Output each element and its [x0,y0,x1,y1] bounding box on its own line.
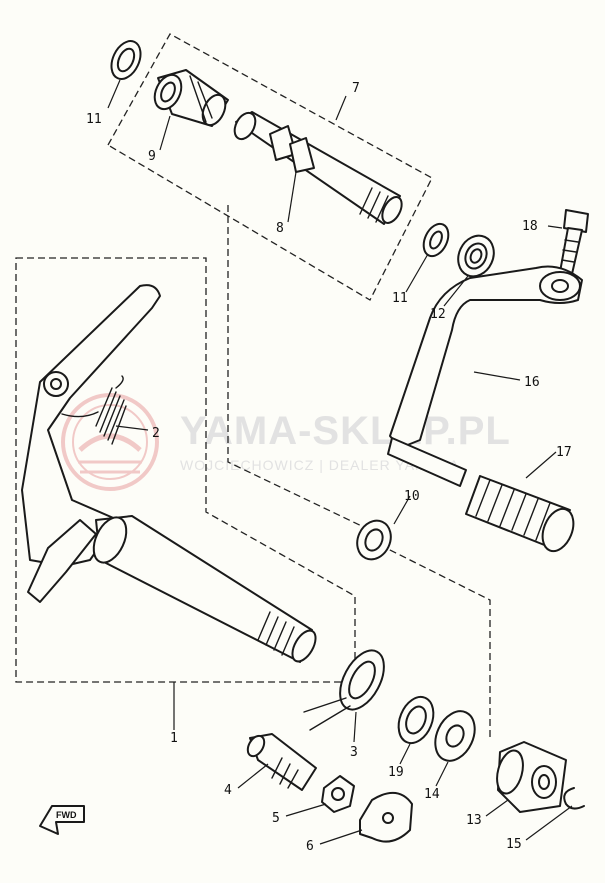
callout-15: 15 [506,837,522,852]
watermark-logo-icon [61,393,159,491]
callout-16: 16 [524,375,540,390]
callout-1: 1 [170,731,178,746]
callout-numbers: 11 9 7 8 11 12 18 16 17 10 2 1 3 4 5 6 1… [86,81,572,854]
part-6-lock-washer [359,792,413,843]
callout-10: 10 [404,489,420,504]
watermark-subtitle: WOJCIECHOWICZ | DEALER YAMAHA [180,457,459,473]
alignment-line-a [227,205,371,531]
callout-17: 17 [556,445,572,460]
part-10-collar [356,519,392,561]
part-17-kick-rubber [465,475,575,553]
callout-13: 13 [466,813,482,828]
watermark-title: YAMA-SKLEP.PL [180,409,511,453]
callout-11-right: 11 [392,291,408,306]
callout-11-top: 11 [86,112,102,127]
part-11-washer-right [422,222,450,258]
part-4-stopper-bolt [246,733,317,791]
assembly-outline-7 [107,33,433,301]
part-11-washer-top [110,40,142,80]
part-8-kick-axle [233,111,403,225]
part-14-washer [434,710,476,762]
part-19-oil-seal [397,695,435,745]
part-1-shift-shaft [21,284,317,663]
callout-2: 2 [152,426,160,441]
part-5-nut [321,775,355,813]
callout-9: 9 [148,149,156,164]
part-2-spring [61,375,127,445]
forward-arrow-icon: FWD [39,805,85,835]
part-15-circlip [563,787,585,810]
assembly-outline-1 [15,257,356,683]
callout-5: 5 [272,811,280,826]
part-9-kick-gear [153,69,229,127]
fwd-label: FWD [56,810,77,820]
part-13-change-pedal [496,741,567,813]
callout-12: 12 [430,307,446,322]
alignment-line-b [379,544,491,740]
callout-6: 6 [306,839,314,854]
callout-8: 8 [276,221,284,236]
callout-18: 18 [522,219,538,234]
leader-lines [107,79,573,845]
part-18-bolt [559,209,589,275]
callout-4: 4 [224,783,232,798]
callout-3: 3 [350,745,358,760]
part-3-torsion-spring [303,649,385,731]
callout-19: 19 [388,765,404,780]
part-12-oil-seal [457,234,495,278]
callout-7: 7 [352,81,360,96]
part-16-kick-crank [387,265,583,487]
callout-14: 14 [424,787,440,802]
